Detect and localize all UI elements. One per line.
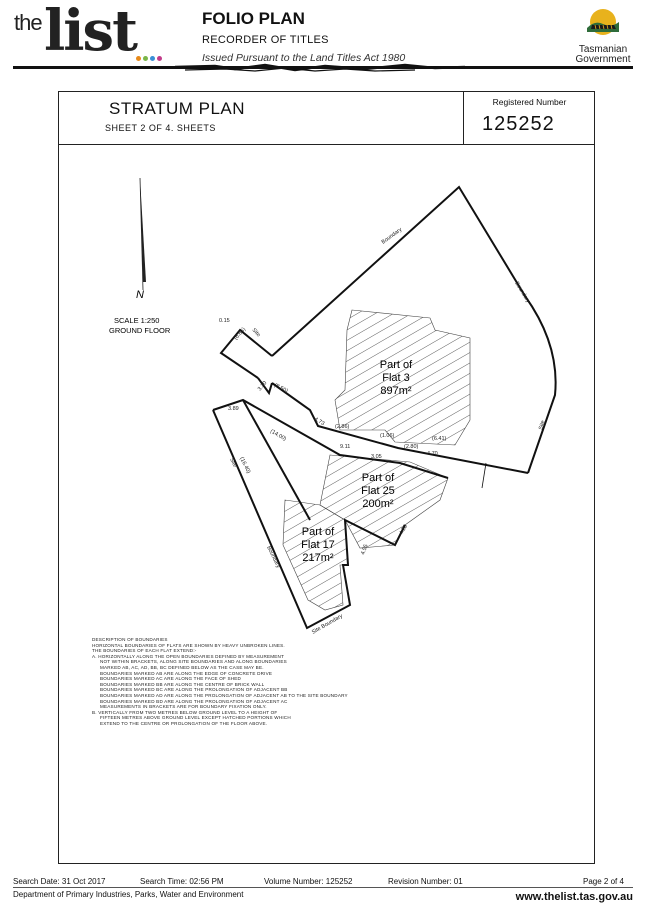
- logo-dots: [136, 56, 162, 61]
- issued-pursuant: Issued Pursuant to the Land Titles Act 1…: [202, 52, 406, 64]
- dim-911: 9.11: [340, 444, 350, 450]
- desc-line: MEASUREMENTS IN BRACKETS ARE FOR BOUNDAR…: [100, 704, 267, 710]
- logo-list-text: list: [44, 0, 138, 64]
- logo-the-text: the: [14, 10, 43, 35]
- plan-title: STRATUM PLAN: [109, 99, 246, 118]
- flat-25-area: 200m²: [362, 498, 394, 510]
- site-right-label: Site: [538, 420, 546, 431]
- header-scribble: [175, 63, 465, 72]
- desc-line: BOUNDARIES MARKED AD ARE ALONG THE PROLO…: [100, 692, 348, 698]
- tasmanian-government-logo: Tasmanian Government: [568, 6, 638, 66]
- logo-dot: [150, 56, 155, 61]
- page-header: the list FOLIO PLAN RECORDER OF TITLES I…: [0, 0, 646, 80]
- boundary-description: DESCRIPTION OF BOUNDARIES HORIZONTAL BOU…: [92, 637, 412, 727]
- boundary-left-label: Boundary: [265, 545, 281, 569]
- document-subtitle: RECORDER OF TITLES: [202, 34, 329, 46]
- registered-label: Registered Number: [492, 97, 567, 107]
- document-title: FOLIO PLAN: [202, 9, 305, 28]
- dim-305: 3.05: [371, 454, 382, 460]
- north-label: N: [136, 289, 144, 301]
- site-boundary-lines: [212, 185, 557, 630]
- north-arrow-icon: [139, 177, 146, 291]
- flat-17-hatch: [282, 499, 349, 611]
- desc-line: THE BOUNDARIES OF EACH FLAT EXTEND:-: [92, 648, 197, 654]
- desc-line: HORIZONTAL BOUNDARIES OF FLATS ARE SHOWN…: [92, 642, 285, 648]
- dim-389: 3.89: [228, 406, 239, 412]
- desc-line: EXTEND TO THE CENTRE OR PROLONGATION OF …: [100, 720, 268, 726]
- desc-heading: DESCRIPTION OF BOUNDARIES: [92, 637, 168, 642]
- dim-641: (6.41): [432, 436, 447, 442]
- desc-line: NOT WITHIN BRACKETS, ALONG SITE BOUNDARI…: [100, 659, 287, 665]
- dim-1060: (1.06): [380, 433, 395, 439]
- thelist-logo[interactable]: the list: [14, 0, 162, 64]
- boundary-top-label: Boundary: [381, 227, 404, 246]
- floor-label: GROUND FLOOR: [109, 326, 171, 335]
- dim-286: (2.86): [335, 424, 350, 430]
- flat-25-line2: Flat 25: [361, 485, 395, 497]
- revision-number: Revision Number: 01: [388, 877, 463, 886]
- website-link[interactable]: www.thelist.tas.gov.au: [515, 891, 633, 903]
- tasmanian-tiger-icon: [587, 9, 619, 35]
- dim-280: (2.80): [404, 444, 419, 450]
- dim-850: (8.50): [273, 382, 289, 394]
- tick-mark: [481, 462, 487, 489]
- dim-330: 3.30: [257, 380, 268, 392]
- site-left1-label: Site: [251, 327, 262, 338]
- dim-420: 4.20: [399, 524, 410, 536]
- dim-473: 4.73: [313, 417, 325, 428]
- desc-line: B. VERTICALLY FROM TWO METRES BELOW GROU…: [92, 709, 278, 715]
- registered-number: 125252: [482, 113, 555, 135]
- desc-line: FIFTEEN METRES ABOVE GROUND LEVEL EXCEPT…: [100, 715, 291, 721]
- dim-455: 4.55: [360, 544, 369, 556]
- flat-3-hatch: [334, 309, 471, 446]
- dim-015: 0.15: [219, 318, 230, 324]
- logo-dot: [143, 56, 148, 61]
- department-name: Department of Primary Industries, Parks,…: [13, 890, 244, 899]
- flat-labels: Part of Flat 3 897m² Part of Flat 25 200…: [301, 359, 413, 564]
- desc-line: BOUNDARIES MARKED BC ARE ALONG THE PROLO…: [100, 687, 288, 693]
- desc-line: A. HORIZONTALLY ALONG THE OPEN BOUNDARIE…: [92, 653, 285, 659]
- plan-title-box: STRATUM PLAN SHEET 2 OF 4. SHEETS Regist…: [59, 92, 594, 145]
- search-time: Search Time: 02:56 PM: [140, 877, 224, 886]
- gov-line2: Government: [575, 54, 631, 65]
- flat-3-area: 897m²: [380, 385, 412, 397]
- desc-line: BOUNDARIES MARKED AB ARE ALONG THE EDGE …: [100, 670, 273, 676]
- sheet-info: SHEET 2 OF 4. SHEETS: [105, 123, 216, 133]
- flat-3-line2: Flat 3: [382, 372, 410, 384]
- gov-line1: Tasmanian: [578, 44, 628, 55]
- footer-rule: [13, 887, 633, 888]
- logo-dot: [136, 56, 141, 61]
- site-left2-label: Site: [228, 457, 238, 468]
- desc-line: BOUNDARIES MARKED BD ARE ALONG THE PROLO…: [100, 698, 288, 704]
- search-date: Search Date: 31 Oct 2017: [13, 877, 106, 886]
- flat-17-line1: Part of: [302, 526, 335, 538]
- page-number: Page 2 of 4: [583, 877, 624, 886]
- scale-label: SCALE 1:250: [114, 316, 159, 325]
- dim-1400: (14.00): [269, 429, 287, 443]
- volume-number: Volume Number: 125252: [264, 877, 353, 886]
- registered-box: Registered Number 125252: [463, 92, 595, 144]
- plan-frame: STRATUM PLAN SHEET 2 OF 4. SHEETS Regist…: [58, 91, 595, 864]
- flat-3-line1: Part of: [380, 359, 413, 371]
- desc-line: BOUNDARIES MARKED AC ARE ALONG THE FACE …: [100, 676, 242, 682]
- dim-470: 4.70: [427, 451, 438, 457]
- flat-17-line2: Flat 17: [301, 539, 335, 551]
- desc-line: MARKED AB, AC, AD, BB, BC DEFINED BELOW …: [100, 664, 264, 670]
- logo-dot: [157, 56, 162, 61]
- flat-25-line1: Part of: [362, 472, 395, 484]
- flat-17-area: 217m²: [302, 552, 334, 564]
- boundary-right-label: Boundary: [513, 281, 531, 304]
- dimension-labels: 0.15 (6.66) (8.50) 3.30 3.89 (14.00) (16…: [219, 227, 547, 636]
- desc-line: BOUNDARIES MARKED BB ARE ALONG THE CENTR…: [100, 681, 265, 687]
